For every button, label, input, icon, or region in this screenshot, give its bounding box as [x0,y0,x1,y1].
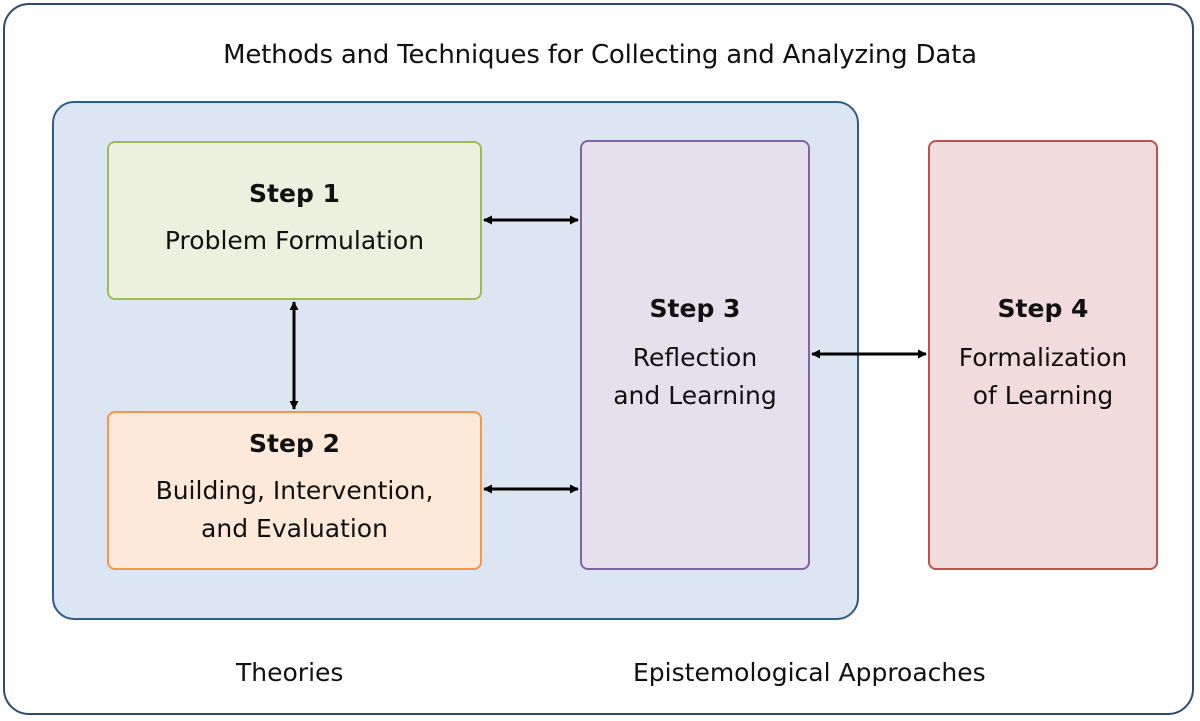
step-2-description-line-1: Building, Intervention, [155,476,434,505]
step-3-description-line-2: and Learning [613,381,777,410]
step-4-description-line-1: Formalization [958,343,1128,372]
diagram-heading: Methods and Techniques for Collecting an… [223,40,977,70]
step-3-description: Reflection and Learning [613,339,777,415]
step-4-description-line-2: of Learning [972,381,1114,410]
step-2-box: Step 2 Building, Intervention, and Evalu… [107,411,482,570]
step-2-description-line-2: and Evaluation [201,514,388,543]
step-3-title: Step 3 [649,294,741,323]
step-3-box: Step 3 Reflection and Learning [580,140,810,570]
epistemological-approaches-label: Epistemological Approaches [633,658,986,687]
step-3-description-line-1: Reflection [632,343,758,372]
step-4-box: Step 4 Formalization of Learning [928,140,1158,570]
step-4-description: Formalization of Learning [959,339,1128,415]
step-2-title: Step 2 [249,429,340,458]
step-4-title: Step 4 [997,294,1089,323]
step-1-title: Step 1 [249,179,340,208]
theories-label: Theories [236,658,344,687]
step-1-box: Step 1 Problem Formulation [107,141,482,300]
step-1-description: Problem Formulation [164,226,425,255]
step-2-description: Building, Intervention, and Evaluation [156,472,434,548]
